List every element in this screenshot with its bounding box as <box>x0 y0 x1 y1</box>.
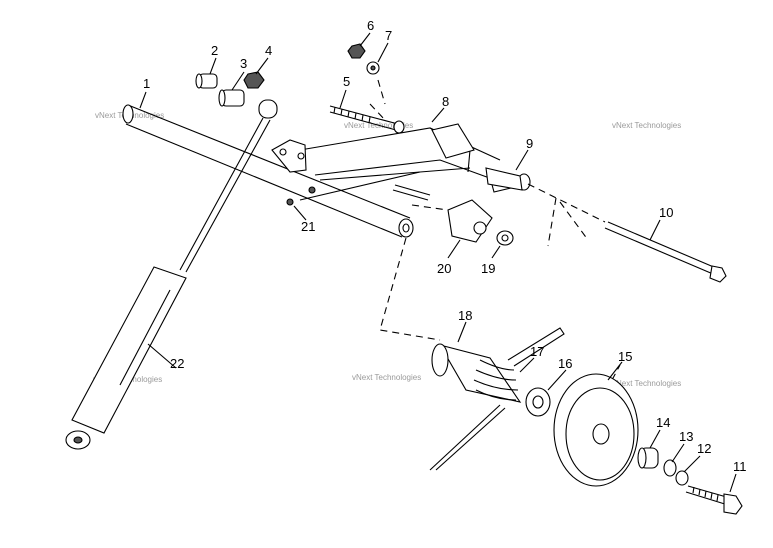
washer <box>675 470 689 486</box>
callout-21: 21 <box>301 219 315 234</box>
bushing <box>195 73 218 89</box>
callout-7: 7 <box>385 28 392 43</box>
bushing <box>218 89 245 107</box>
cross-tube <box>392 189 429 201</box>
callout-10: 10 <box>659 205 673 220</box>
callout-3: 3 <box>240 56 247 71</box>
shock-absorber <box>65 99 278 450</box>
idler-axle <box>429 327 565 471</box>
watermark: vNext Technologies <box>612 121 681 130</box>
idler-wheel <box>553 373 639 487</box>
washer <box>525 387 551 417</box>
callout-19: 19 <box>481 261 495 276</box>
callout-13: 13 <box>679 429 693 444</box>
washer <box>663 459 677 477</box>
slide-block <box>447 199 493 243</box>
callout-22: 22 <box>170 356 184 371</box>
callout-12: 12 <box>697 441 711 456</box>
watermark: vNext Technologies <box>352 373 421 382</box>
callout-11: 11 <box>733 459 747 474</box>
callout-4: 4 <box>265 43 272 58</box>
watermark: vNext Technologies <box>612 379 681 388</box>
callout-5: 5 <box>343 74 350 89</box>
washer <box>366 61 380 75</box>
callout-20: 20 <box>437 261 451 276</box>
callout-15: 15 <box>618 349 632 364</box>
watermarks: vNext Technologies vNext Technologies vN… <box>93 111 681 388</box>
long-bolt <box>604 221 727 283</box>
nut <box>347 43 366 59</box>
rear-arm <box>299 123 531 201</box>
callout-1: 1 <box>143 76 150 91</box>
callout-18: 18 <box>458 308 472 323</box>
callout-17: 17 <box>530 344 544 359</box>
callout-2: 2 <box>211 43 218 58</box>
nut <box>243 71 265 89</box>
shock-bracket <box>271 139 307 173</box>
callout-9: 9 <box>526 136 533 151</box>
callout-16: 16 <box>558 356 572 371</box>
bushing <box>637 447 659 469</box>
callout-8: 8 <box>442 94 449 109</box>
callout-6: 6 <box>367 18 374 33</box>
washer <box>496 230 514 246</box>
front-shaft <box>122 104 414 238</box>
leader-lines <box>139 32 737 493</box>
bolt <box>685 485 743 515</box>
small-bolt <box>286 186 316 206</box>
callouts: 1 2 3 4 5 6 7 8 9 10 11 12 13 14 15 16 1… <box>143 18 747 474</box>
end-cap <box>485 167 523 191</box>
callout-14: 14 <box>656 415 670 430</box>
cross-tube <box>394 184 431 196</box>
bolt <box>329 105 405 134</box>
